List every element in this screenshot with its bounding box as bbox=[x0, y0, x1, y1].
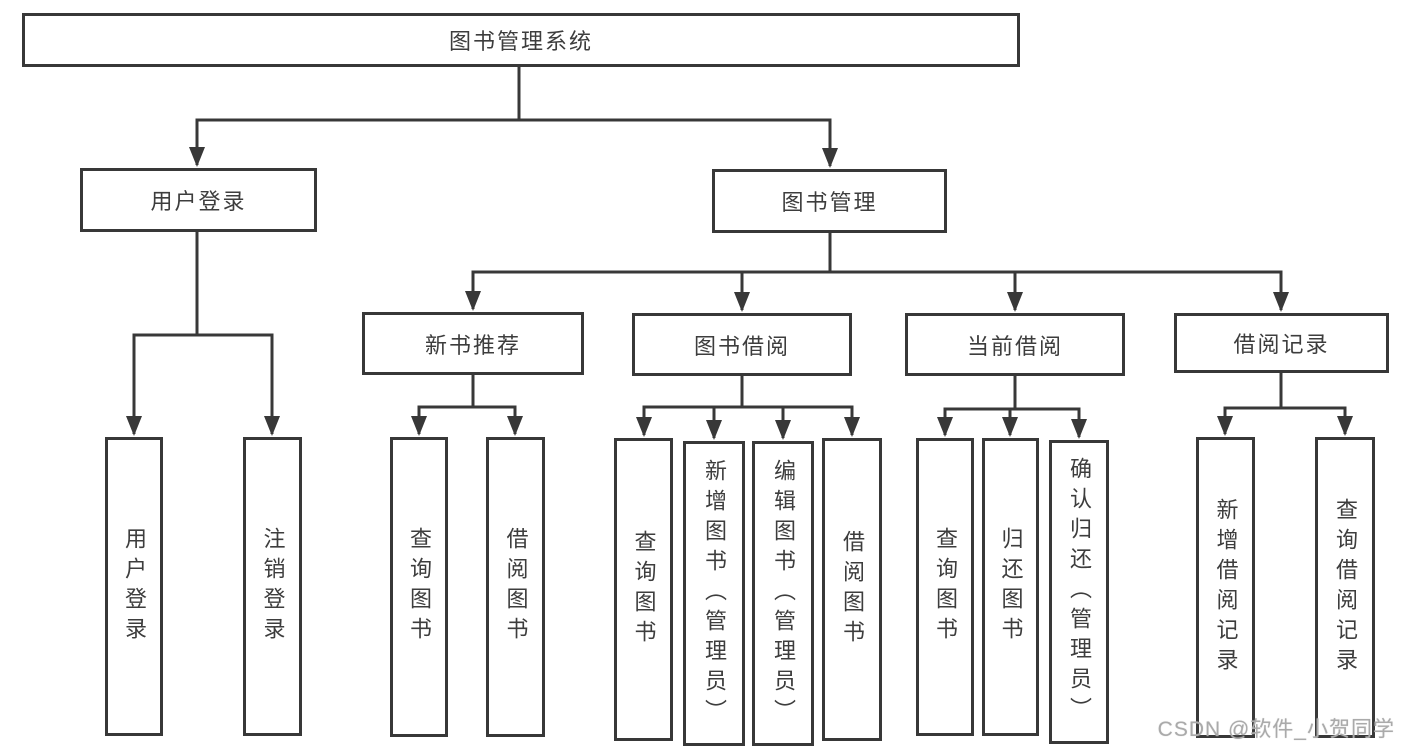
node-book-borrow-label: 图书借阅 bbox=[693, 333, 790, 359]
leaf-add-record: 新增借阅记录 bbox=[1196, 437, 1255, 738]
node-borrow-records-label: 借阅记录 bbox=[1233, 332, 1330, 357]
node-root: 图书管理系统 bbox=[22, 13, 1020, 67]
leaf-confirm-return-label: 确认归还（管理员） bbox=[1067, 457, 1092, 727]
leaf-search-book-c-label: 查询图书 bbox=[933, 527, 958, 647]
leaf-add-book-label: 新增图书（管理员） bbox=[702, 458, 727, 729]
leaf-borrow-book-a-label: 借阅图书 bbox=[503, 527, 529, 647]
node-new-books: 新书推荐 bbox=[362, 312, 584, 375]
leaf-borrow-book-b: 借阅图书 bbox=[822, 438, 882, 741]
leaf-search-book-b: 查询图书 bbox=[614, 438, 673, 741]
leaf-user-login: 用户登录 bbox=[105, 437, 163, 736]
leaf-search-book-c: 查询图书 bbox=[916, 438, 974, 736]
leaf-edit-book-label: 编辑图书（管理员） bbox=[771, 458, 796, 729]
node-current-borrow: 当前借阅 bbox=[905, 313, 1125, 376]
leaf-return-book-label: 归还图书 bbox=[998, 527, 1024, 647]
leaf-confirm-return: 确认归还（管理员） bbox=[1049, 440, 1109, 744]
leaf-user-login-label: 用户登录 bbox=[122, 526, 147, 647]
node-book-mgmt: 图书管理 bbox=[712, 169, 947, 233]
csdn-watermark: CSDN @软件_小贺同学 bbox=[1157, 718, 1395, 741]
node-borrow-records: 借阅记录 bbox=[1174, 313, 1389, 373]
leaf-edit-book: 编辑图书（管理员） bbox=[752, 441, 814, 746]
leaf-return-book: 归还图书 bbox=[982, 438, 1039, 736]
node-book-mgmt-label: 图书管理 bbox=[781, 190, 878, 215]
leaf-search-record: 查询借阅记录 bbox=[1315, 437, 1375, 738]
leaf-add-record-label: 新增借阅记录 bbox=[1213, 497, 1239, 678]
node-current-borrow-label: 当前借阅 bbox=[966, 333, 1063, 359]
node-new-books-label: 新书推荐 bbox=[424, 332, 521, 358]
leaf-search-book-b-label: 查询图书 bbox=[631, 529, 657, 650]
node-root-label: 图书管理系统 bbox=[448, 29, 593, 54]
leaf-search-book-a-label: 查询图书 bbox=[407, 527, 432, 647]
leaf-borrow-book-a: 借阅图书 bbox=[486, 437, 545, 737]
leaf-search-record-label: 查询借阅记录 bbox=[1333, 497, 1358, 678]
leaf-add-book: 新增图书（管理员） bbox=[683, 441, 745, 746]
leaf-search-book-a: 查询图书 bbox=[390, 437, 448, 737]
leaf-borrow-book-b-label: 借阅图书 bbox=[840, 529, 865, 650]
node-user-login-label: 用户登录 bbox=[150, 189, 247, 214]
node-user-login: 用户登录 bbox=[80, 168, 317, 232]
node-book-borrow: 图书借阅 bbox=[632, 313, 852, 376]
leaf-logout-label: 注销登录 bbox=[260, 526, 286, 647]
leaf-logout: 注销登录 bbox=[243, 437, 302, 736]
